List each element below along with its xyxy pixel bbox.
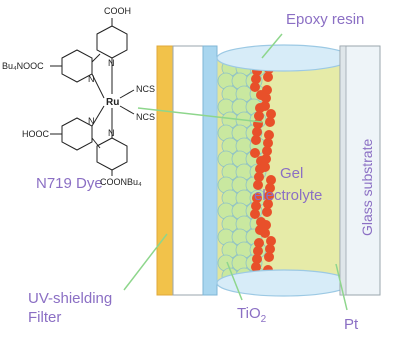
dye-particle	[264, 252, 274, 262]
dye-particle	[254, 238, 264, 248]
dye-particle	[262, 146, 272, 156]
ring-bottom-left	[61, 117, 93, 151]
tio2-label: TiO2	[237, 305, 267, 325]
glass-substrate-label: Glass substrate	[359, 139, 375, 236]
dye-particle	[254, 172, 264, 182]
epoxy-pointer-line	[261, 33, 283, 59]
pt-label: Pt	[344, 316, 359, 333]
dye-particle	[260, 101, 270, 111]
dye-particle	[252, 193, 262, 203]
dye-particle	[264, 130, 274, 140]
epoxy-bottom-ellipse	[216, 269, 352, 297]
dye-particle	[263, 138, 273, 148]
gel-label: Gel	[280, 165, 303, 182]
ring-top-right	[96, 25, 128, 59]
dye-particle	[250, 82, 260, 92]
ring-bottom-right	[96, 137, 128, 171]
dye-particle	[252, 127, 262, 137]
tio2-pointer-line	[226, 261, 243, 301]
n4-text: N	[108, 128, 115, 138]
dye-particle	[253, 180, 263, 190]
electrolyte-highlight	[270, 58, 350, 283]
electrolyte-label: electrolyte	[254, 187, 322, 204]
dye-particle	[251, 74, 261, 84]
dye-particle	[261, 93, 271, 103]
dye-particle	[252, 254, 262, 264]
glass-substrate-layer	[339, 45, 381, 296]
ester-left-text: Bu₄NOOC	[2, 61, 44, 71]
dye-particle	[263, 72, 273, 82]
dye-particle	[251, 262, 261, 272]
dye-particle	[265, 183, 275, 193]
dye-name-label: N719 Dye	[36, 175, 103, 192]
pt-layer	[339, 45, 347, 296]
dye-pointer-line	[137, 107, 263, 123]
cooh-top-text: COOH	[104, 6, 131, 16]
dye-particle	[250, 209, 260, 219]
ncs2-text: NCS	[136, 112, 155, 122]
pt-pointer-line	[335, 263, 348, 311]
dye-particle	[254, 111, 264, 121]
n1-text: N	[88, 74, 95, 84]
dye-particle	[261, 154, 271, 164]
dye-particle	[260, 228, 270, 238]
n719-molecule	[50, 18, 135, 176]
n2-text: N	[108, 58, 115, 68]
dye-particle	[263, 199, 273, 209]
dye-particle	[265, 117, 275, 127]
dye-particle	[260, 162, 270, 172]
epoxy-resin-label: Epoxy resin	[286, 11, 364, 28]
dye-particle	[251, 201, 261, 211]
ru-text: Ru	[106, 97, 119, 108]
uv-shielding-filter-layer	[156, 45, 174, 296]
tio2-subscript: 2	[261, 314, 267, 325]
dye-particle	[266, 236, 276, 246]
dye-particle	[253, 246, 263, 256]
dye-particle	[266, 109, 276, 119]
hooc-bottom-text: HOOC	[22, 129, 50, 139]
dye-particle	[266, 175, 276, 185]
uv-filter-pointer-line	[123, 233, 168, 291]
filter-label: Filter	[28, 309, 61, 326]
uv-shielding-label: UV-shielding	[28, 290, 112, 307]
tio2-base: TiO	[237, 305, 261, 322]
dye-particle	[262, 207, 272, 217]
n3-text: N	[88, 116, 95, 126]
conductive-layer	[202, 45, 218, 296]
ester-bottom-text: COONBu₄	[100, 177, 142, 187]
dye-particle	[265, 244, 275, 254]
ncs1-text: NCS	[136, 84, 155, 94]
dye-particle	[264, 191, 274, 201]
dye-particle	[250, 148, 260, 158]
dye-particle	[251, 135, 261, 145]
epoxy-top-ellipse	[216, 44, 352, 72]
front-glass-layer	[172, 45, 204, 296]
